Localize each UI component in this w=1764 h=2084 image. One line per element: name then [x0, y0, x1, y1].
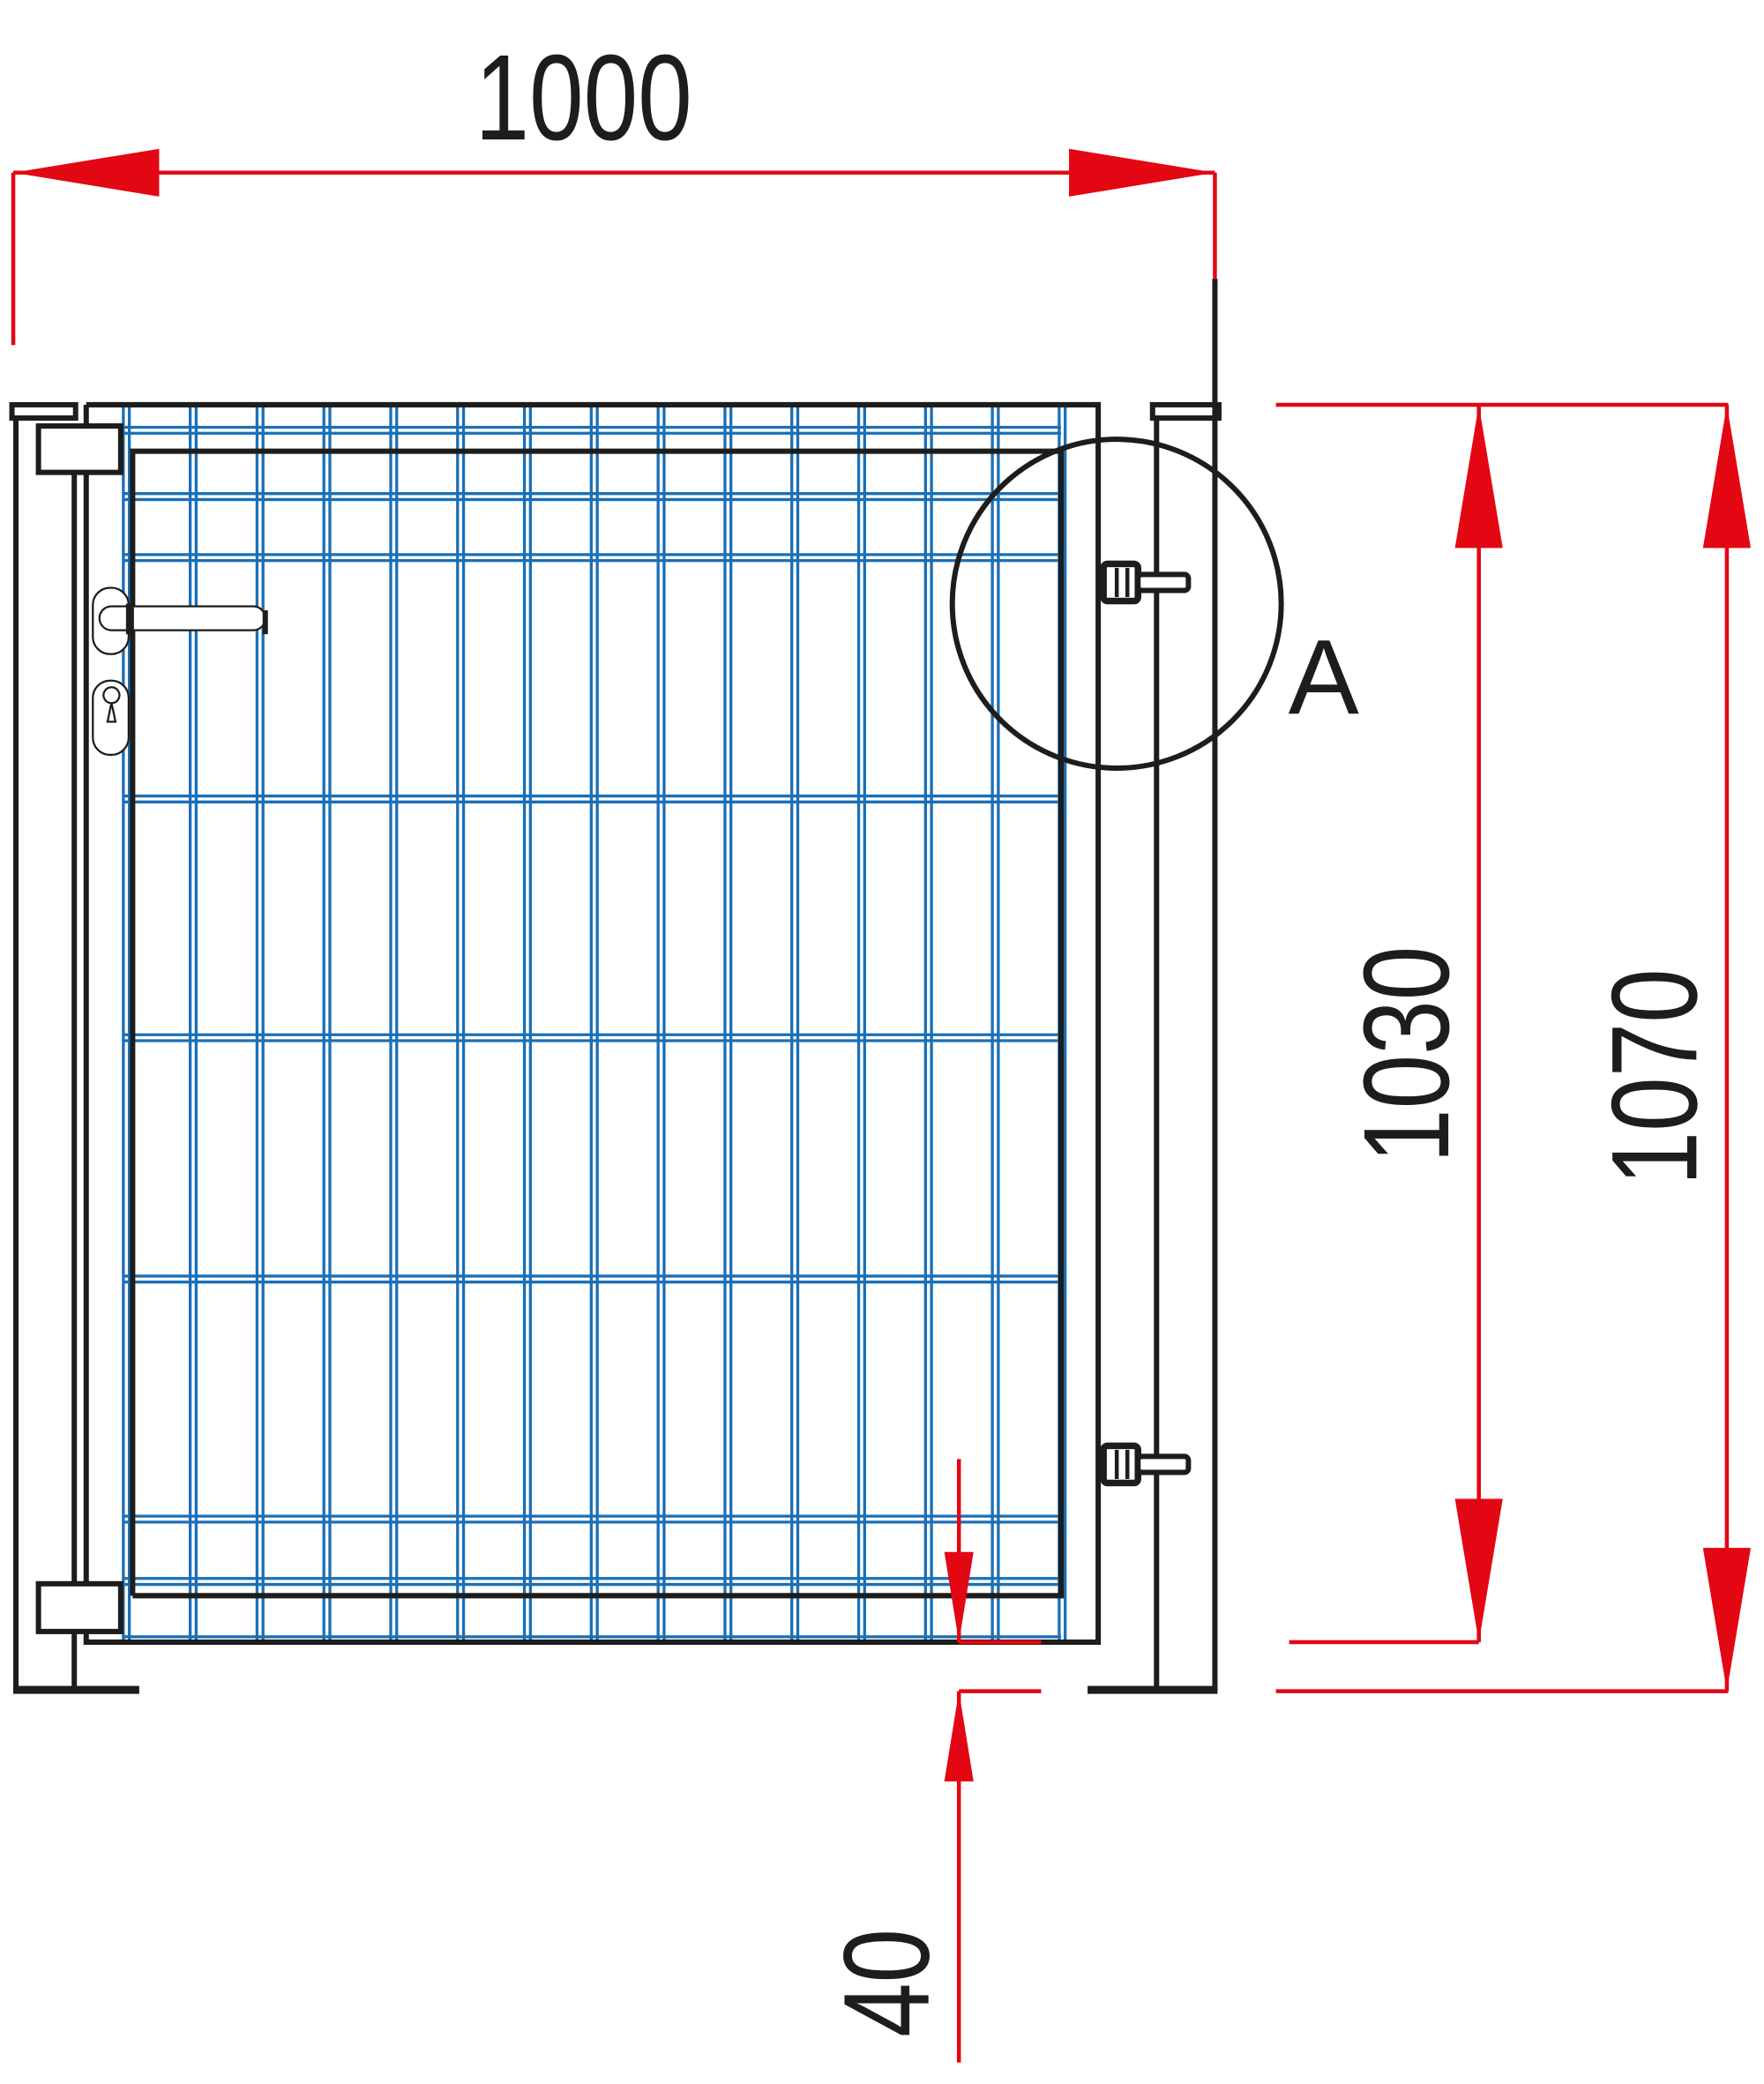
keyhole-icon	[102, 686, 121, 723]
arrow-clearance-up	[944, 1691, 974, 1781]
arrow-gate-top	[1454, 404, 1503, 549]
top-hinge	[35, 422, 123, 475]
arrow-left	[13, 148, 160, 197]
detail-label: A	[1289, 618, 1359, 736]
right-post-cap	[1149, 401, 1222, 421]
gate-height-dimension: 1030	[1338, 946, 1475, 1163]
arrow-clearance-down	[944, 1551, 974, 1642]
arrow-gate-bottom	[1454, 1498, 1503, 1642]
left-post-cap	[9, 401, 78, 421]
arrow-right	[1069, 148, 1215, 197]
detail-circle-a	[949, 437, 1284, 771]
dimension-arrows	[13, 148, 1751, 1781]
gate-frame	[9, 279, 1284, 1694]
arrow-post-top	[1702, 404, 1751, 549]
bottom-hinge	[35, 1580, 123, 1634]
post-height-dimension: 1070	[1587, 968, 1723, 1185]
gate-outer-frame	[83, 401, 1102, 1645]
handle-lever	[98, 605, 266, 631]
latch-top	[1100, 560, 1192, 605]
dimension-lines	[11, 170, 1730, 2063]
arrow-post-bottom	[1702, 1548, 1751, 1692]
latch-bottom	[1100, 1442, 1192, 1487]
lock-rosette	[92, 679, 130, 757]
wire-mesh-panel	[122, 407, 1067, 1645]
clearance-dimension: 40	[818, 1929, 955, 2037]
width-dimension: 1000	[475, 29, 692, 166]
